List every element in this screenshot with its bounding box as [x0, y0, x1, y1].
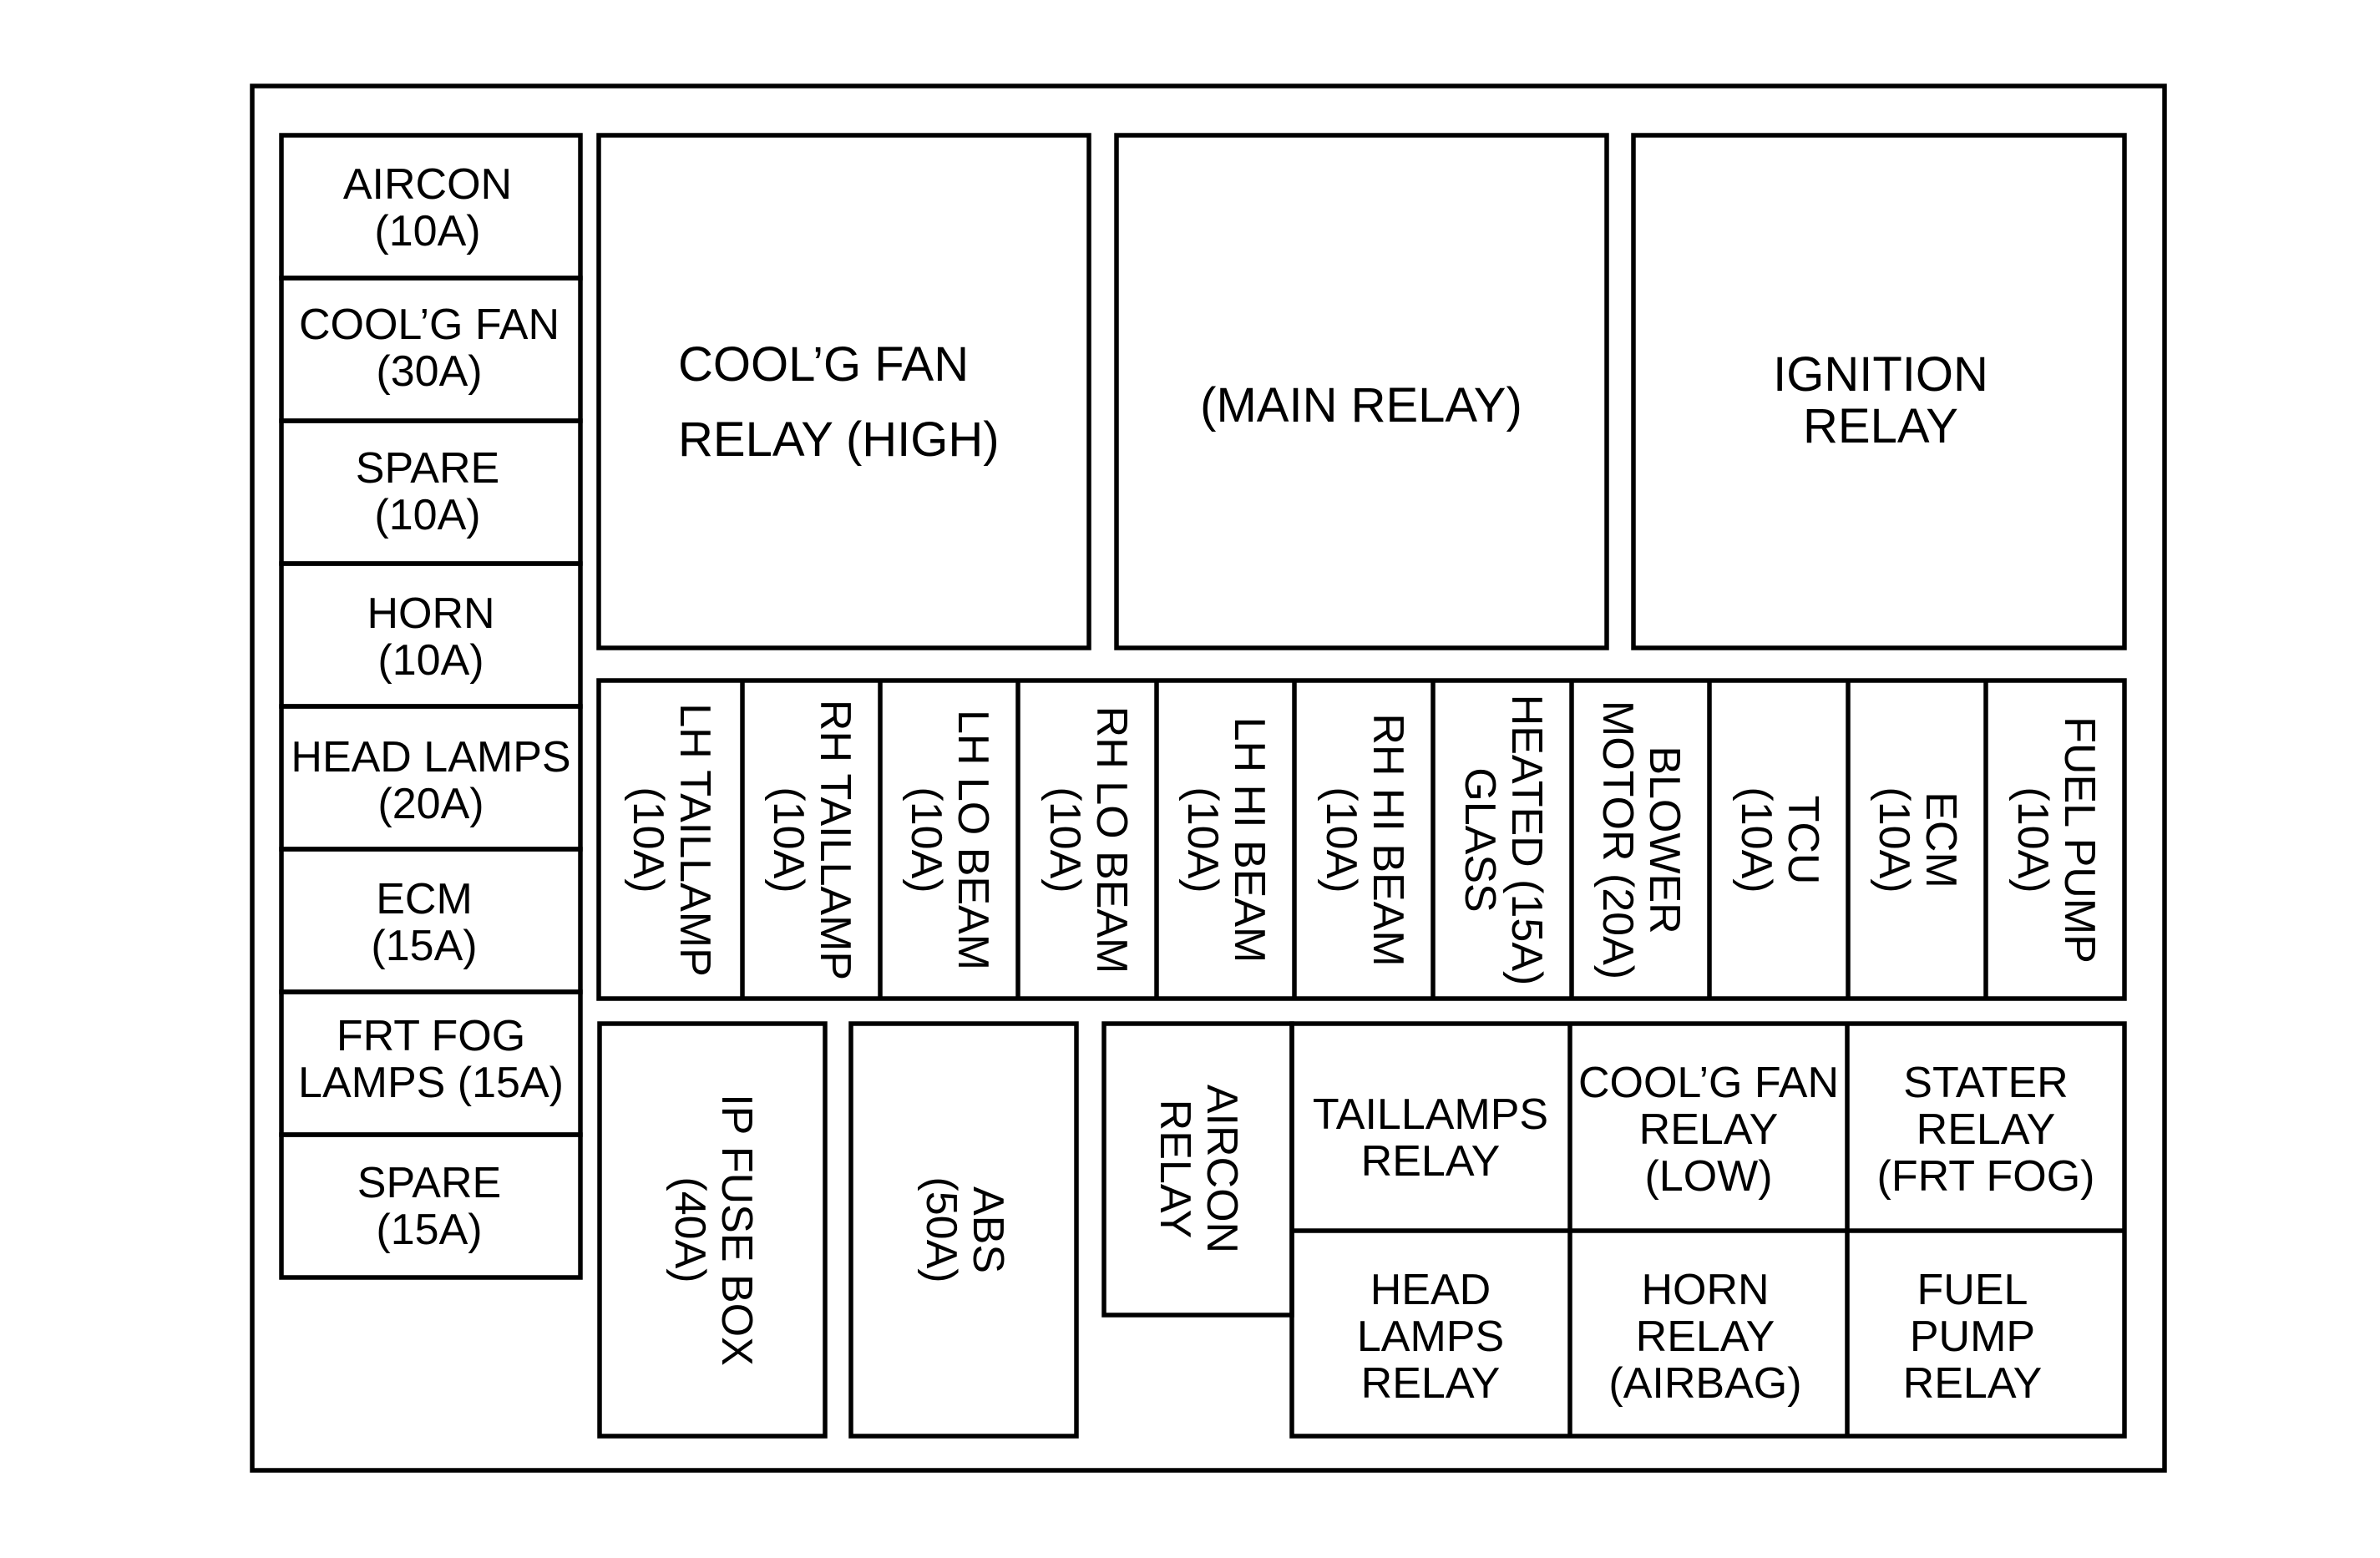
relay-label: AIRCON [1198, 1085, 1246, 1253]
fuse-slot [279, 1132, 583, 1280]
relay-label: RELAY [1636, 1313, 1775, 1361]
relay-label: LAMPS [1357, 1313, 1504, 1361]
vertical-fuse-strip [596, 678, 2127, 1001]
relay-label: COOL’G FAN [1578, 1059, 1839, 1107]
fuse-label: ECM [376, 875, 473, 923]
fuse-rating: (10A) [624, 787, 672, 893]
fuse-label: FUEL PUMP [2055, 716, 2104, 964]
bottom-fuse-group: IP FUSE BOX (40A) ABS (50A) [597, 1021, 1079, 1439]
fuse-label: SPARE [357, 1159, 501, 1207]
relay-label: TAILLAMPS [1313, 1090, 1548, 1139]
relay-label: STATER [1903, 1059, 2068, 1107]
fuse-box-outline [250, 83, 2167, 1473]
fuse-rating: (15A) [371, 922, 477, 970]
fuse-slot [597, 1021, 828, 1439]
fuse-label: COOL’G FAN [299, 301, 560, 349]
aircon-relay: AIRCON RELAY [1101, 1021, 1294, 1318]
fuse-rating: (10A) [374, 207, 480, 255]
fuse-rating: (30A) [376, 347, 482, 396]
fuse-label: RH TAILLAMP [811, 700, 859, 980]
vertical-fuse-row: LH TAILLAMP (10A) RH TAILLAMP (10A) LH L… [596, 678, 2127, 1001]
fuse-rating: (50A) [917, 1176, 965, 1282]
relay-label: RELAY [1151, 1100, 1199, 1239]
small-relay-grid: TAILLAMPS RELAY COOL’G FAN RELAY (LOW) S… [1289, 1021, 2127, 1439]
fuse-label: HEATED (15A) [1502, 695, 1551, 986]
relay-label: (LOW) [1644, 1152, 1772, 1201]
fuse-rating: (20A) [377, 780, 484, 828]
fuse-label: LH LO BEAM [949, 710, 997, 970]
relay-label: (MAIN RELAY) [1200, 378, 1522, 432]
left-fuse-column: AIRCON (10A) COOL’G FAN (30A) SPARE (10A… [279, 133, 583, 1280]
fuse-label: RH LO BEAM [1087, 706, 1136, 974]
fuse-label: TCU [1779, 796, 1827, 885]
fuse-label: ABS [964, 1186, 1012, 1273]
fuse-rating: GLASS [1456, 767, 1504, 912]
fuse-rating: (10A) [1041, 787, 1089, 893]
fuse-label: HEAD LAMPS [291, 733, 570, 782]
fuse-label: AIRCON [343, 160, 512, 209]
relay-label: HEAD [1370, 1266, 1491, 1314]
fuse-label: LH TAILLAMP [671, 703, 719, 977]
relay-label: HORN [1641, 1266, 1769, 1314]
fuse-rating: (10A) [1317, 787, 1365, 893]
relay-slot [1631, 133, 2127, 650]
fuse-label: HORN [367, 589, 494, 638]
relay-label: PUMP [1910, 1313, 2035, 1361]
fuse-rating: (10A) [1178, 787, 1227, 893]
fuse-label: LH HI BEAM [1225, 717, 1274, 964]
fuse-rating: LAMPS (15A) [298, 1059, 564, 1107]
relay-label: IGNITION [1773, 347, 1988, 402]
relay-label: RELAY [1639, 1105, 1779, 1154]
relay-label: RELAY [1903, 1359, 2043, 1408]
fuse-rating: (10A) [902, 787, 950, 893]
fuse-label: RH HI BEAM [1364, 713, 1412, 966]
relay-label: (AIRBAG) [1608, 1359, 1801, 1408]
fuse-slot [848, 1021, 1079, 1439]
fuse-rating: (10A) [377, 636, 484, 685]
relay-label: (FRT FOG) [1877, 1152, 2095, 1201]
fuse-rating: (10A) [2008, 787, 2057, 893]
fuse-label: BLOWER [1640, 746, 1689, 933]
relay-label: RELAY [1361, 1359, 1501, 1408]
relay-slot [596, 133, 1091, 650]
relay-label: RELAY [1361, 1137, 1501, 1186]
relay-label: RELAY (HIGH) [678, 412, 1000, 467]
fuse-rating: (10A) [1870, 787, 1918, 893]
large-relay-row: COOL’G FAN RELAY (HIGH) (MAIN RELAY) IGN… [596, 133, 2127, 650]
fuse-label: ECM [1917, 792, 1965, 888]
relay-label: FUEL [1917, 1266, 2028, 1314]
relay-label: RELAY [1803, 399, 1958, 453]
fuse-label: SPARE [356, 444, 499, 493]
fuse-rating: (15A) [376, 1206, 482, 1254]
fuse-rating: (40A) [666, 1176, 714, 1282]
fuse-rating: (10A) [1732, 787, 1780, 893]
relay-label: COOL’G FAN [678, 337, 969, 392]
fuse-label: IP FUSE BOX [712, 1094, 761, 1366]
fuse-label: FRT FOG [337, 1012, 525, 1060]
fuse-rating: (10A) [764, 787, 813, 893]
fuse-rating: (10A) [374, 491, 480, 539]
relay-slot [1114, 133, 1609, 650]
relay-label: RELAY [1917, 1105, 2056, 1154]
fuse-rating: MOTOR (20A) [1593, 701, 1642, 979]
